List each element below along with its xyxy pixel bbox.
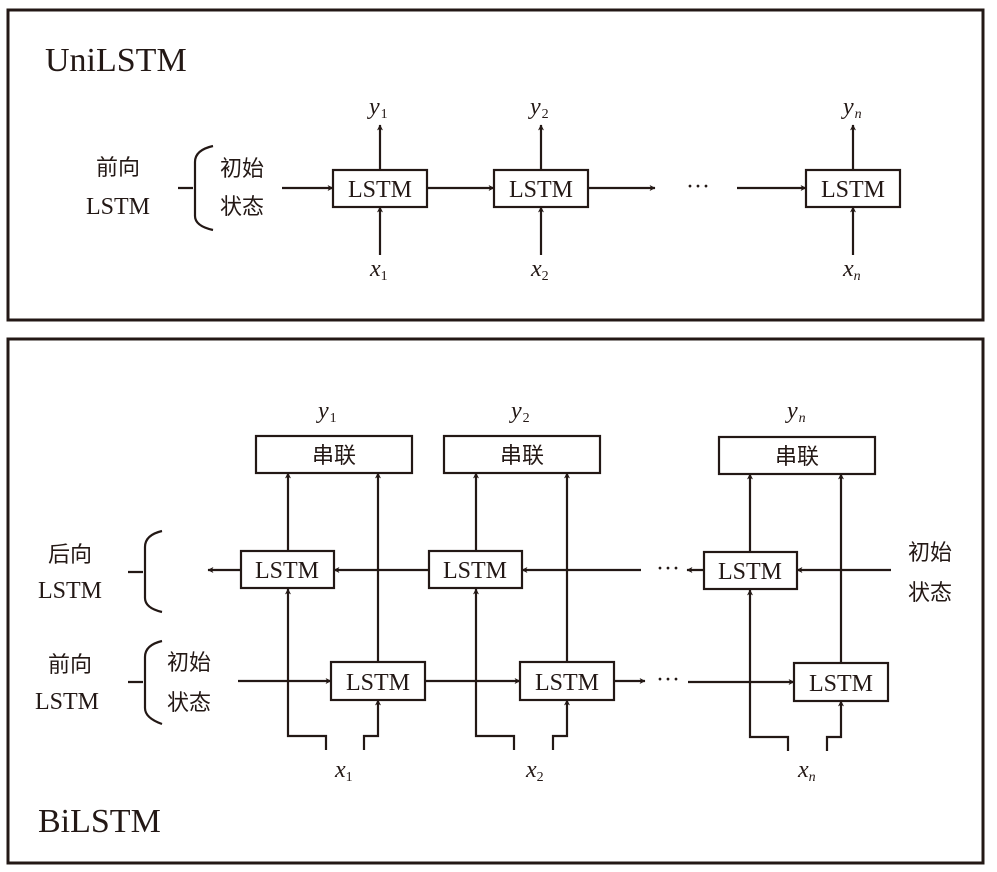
unilstm-frame xyxy=(6,8,985,322)
forward-lstm-cell xyxy=(792,661,890,703)
forward-label-line2: LSTM xyxy=(35,689,99,715)
input-label: x2 xyxy=(525,757,544,785)
lstm-cell-label: LSTM xyxy=(718,559,782,585)
backward-ellipsis: ··· xyxy=(656,556,680,582)
backward-lstm-cell xyxy=(239,549,336,590)
backward-input-arrow xyxy=(473,588,516,750)
concat-label: 串联 xyxy=(500,444,544,469)
uni-cell-1: LSTM y1 x1 xyxy=(331,94,429,284)
bilstm-frame xyxy=(6,337,985,865)
unilstm-panel: UniLSTM 前向 LSTM 初始 状态 ··· LSTM y1 x1 LST… xyxy=(6,8,985,322)
forward-input-arrow xyxy=(362,699,381,750)
forward-input-arrow xyxy=(825,700,844,751)
input-label: x1 xyxy=(334,757,353,785)
brace-icon xyxy=(128,639,163,726)
concat-1: 串联 y1 xyxy=(254,398,414,475)
brace-icon xyxy=(128,529,163,614)
concat-n: 串联 yn xyxy=(717,398,877,476)
forward-init-line1: 初始 xyxy=(167,651,211,676)
forward-input-arrow xyxy=(551,699,570,750)
lstm-cell-label: LSTM xyxy=(821,177,885,203)
bilstm-panel: BiLSTM 后向 LSTM 前向 LSTM 初始 状态 初始 状态 串联 y1… xyxy=(6,337,985,865)
lstm-cell-label: LSTM xyxy=(255,558,319,584)
input-label: x1 xyxy=(369,256,388,284)
forward-lstm-cell xyxy=(329,660,427,702)
init-state-line1: 初始 xyxy=(220,157,264,182)
output-label: yn xyxy=(785,398,806,426)
concat-2: 串联 y2 xyxy=(442,398,602,475)
lstm-cell-box xyxy=(492,168,590,209)
input-label: x2 xyxy=(530,256,549,284)
forward-label-line1: 前向 xyxy=(96,156,140,181)
forward-label-line2: LSTM xyxy=(86,194,150,220)
ellipsis: ··· xyxy=(686,174,710,200)
bi-step-n: LSTM LSTM xn xyxy=(702,473,890,785)
bi-step-2: LSTM LSTM x2 xyxy=(427,472,616,785)
backward-init-line2: 状态 xyxy=(908,581,952,606)
output-label: yn xyxy=(841,94,862,122)
lstm-cell-label: LSTM xyxy=(809,671,873,697)
output-label: y2 xyxy=(528,94,549,122)
lstm-cell-label: LSTM xyxy=(443,558,507,584)
uni-cell-n: LSTM yn xn xyxy=(804,94,902,284)
backward-lstm-cell xyxy=(427,549,524,590)
lstm-cell-label: LSTM xyxy=(348,177,412,203)
brace-icon xyxy=(178,144,214,232)
output-label: y1 xyxy=(367,94,388,122)
lstm-cell-label: LSTM xyxy=(535,670,599,696)
output-label: y1 xyxy=(316,398,337,426)
unilstm-title: UniLSTM xyxy=(45,42,187,79)
lstm-cell-label: LSTM xyxy=(346,670,410,696)
lstm-cell-box xyxy=(331,168,429,209)
bi-step-1: LSTM LSTM x1 xyxy=(239,472,427,785)
forward-lstm-cell xyxy=(518,660,616,702)
output-label: y2 xyxy=(509,398,530,426)
backward-lstm-cell xyxy=(702,550,799,591)
concat-box xyxy=(442,434,602,475)
lstm-cell-label: LSTM xyxy=(509,177,573,203)
concat-box xyxy=(717,435,877,476)
backward-input-arrow xyxy=(285,588,328,750)
backward-label-line1: 后向 xyxy=(48,543,92,568)
concat-label: 串联 xyxy=(312,444,356,469)
bilstm-title: BiLSTM xyxy=(38,803,161,840)
uni-cell-2: LSTM y2 x2 xyxy=(492,94,590,284)
concat-label: 串联 xyxy=(775,445,819,470)
init-state-line2: 状态 xyxy=(220,195,264,220)
forward-ellipsis: ··· xyxy=(656,667,680,693)
input-label: xn xyxy=(797,757,816,785)
concat-box xyxy=(254,434,414,475)
input-label: xn xyxy=(842,256,861,284)
backward-input-arrow xyxy=(747,589,790,751)
forward-label-line1: 前向 xyxy=(48,653,92,678)
backward-label-line2: LSTM xyxy=(38,578,102,604)
backward-init-line1: 初始 xyxy=(908,541,952,566)
forward-init-line2: 状态 xyxy=(167,691,211,716)
